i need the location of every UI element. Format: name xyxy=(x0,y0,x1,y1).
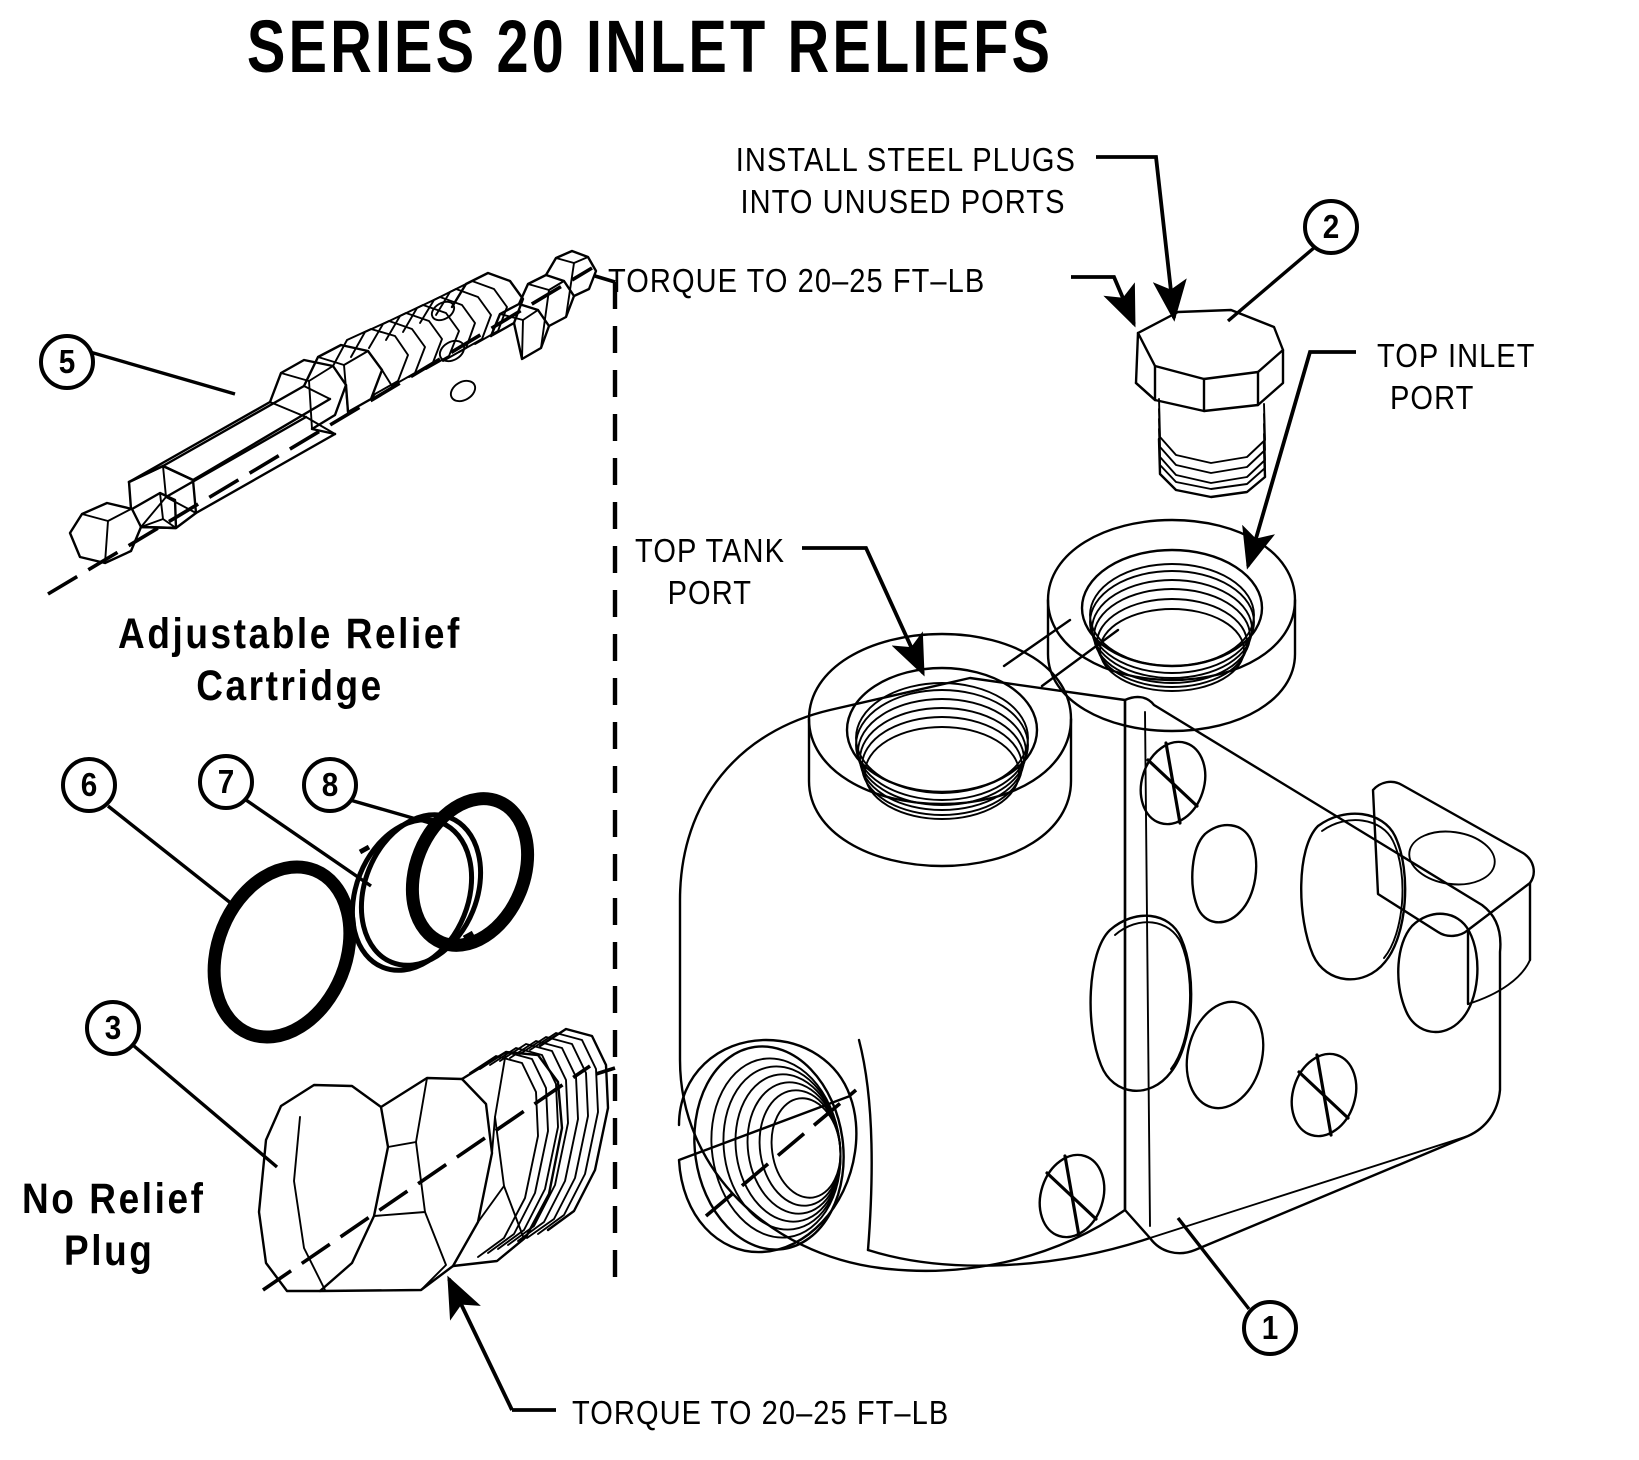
balloon-7-circle xyxy=(198,754,254,810)
balloon-8-leader xyxy=(349,798,431,825)
balloon-6-leader xyxy=(106,804,239,910)
valve-body-drawing xyxy=(677,518,1535,1273)
balloon-number-3: 3 xyxy=(104,1009,122,1046)
face-plug-cross-bottom xyxy=(1038,1153,1106,1239)
note-top-tank-port-line2: PORT xyxy=(667,574,752,611)
balloon-circles xyxy=(39,199,1359,1356)
note-top-inlet-port-line1: TOP INLET xyxy=(1377,337,1536,374)
o-ring-item-8 xyxy=(405,792,535,952)
section-break-line xyxy=(594,274,618,1290)
o-ring-group xyxy=(207,792,535,1044)
steel-plug-drawing xyxy=(1134,308,1285,499)
balloon-1-circle xyxy=(1242,1300,1298,1356)
balloon-number-6: 6 xyxy=(80,766,98,803)
balloon-5-leader xyxy=(89,350,236,396)
page-title: SERIES 20 INLET RELIEFS xyxy=(246,5,1054,88)
face-plug-cross-mid xyxy=(1290,1052,1358,1138)
note-top-tank-port-line1: TOP TANK xyxy=(635,532,785,569)
balloon-8-circle xyxy=(302,757,358,813)
label-adjustable-relief-line2: Cartridge xyxy=(196,662,384,710)
o-ring-item-6 xyxy=(207,860,357,1044)
balloon-5-circle xyxy=(39,334,95,390)
body-annotation-leaders xyxy=(802,350,1356,1311)
face-plug-cross-top xyxy=(1139,740,1207,826)
adjustable-relief-cartridge-drawing xyxy=(47,249,598,596)
top-tank-port-boss xyxy=(807,632,1073,868)
balloon-number-2: 2 xyxy=(1322,208,1340,245)
bottom-torque-leader xyxy=(447,1275,556,1412)
note-install-steel-plugs-line1: INSTALL STEEL PLUGS xyxy=(735,141,1076,178)
no-relief-plug-drawing xyxy=(257,1027,610,1293)
balloon-number-5: 5 xyxy=(58,343,76,380)
plug-annotation-leaders xyxy=(1071,155,1317,328)
balloon-number-7: 7 xyxy=(217,763,235,800)
note-top-inlet-port-line2: PORT xyxy=(1390,379,1475,416)
top-inlet-port-boss xyxy=(1046,518,1297,733)
label-no-relief-line1: No Relief xyxy=(22,1175,206,1223)
balloon-3-circle xyxy=(85,1000,141,1056)
label-no-relief-line2: Plug xyxy=(64,1227,155,1275)
note-install-steel-plugs-line2: INTO UNUSED PORTS xyxy=(740,183,1066,220)
label-adjustable-relief-line1: Adjustable Relief xyxy=(118,610,462,658)
note-torque-top: TORQUE TO 20–25 FT–LB xyxy=(608,262,986,299)
balloon-6-circle xyxy=(61,757,117,813)
note-torque-bottom: TORQUE TO 20–25 FT–LB xyxy=(572,1394,950,1431)
balloon-7-leader xyxy=(245,798,372,888)
balloon-number-8: 8 xyxy=(321,766,339,803)
balloon-3-leader xyxy=(132,1044,279,1169)
balloon-2-circle xyxy=(1303,199,1359,255)
balloon-number-1: 1 xyxy=(1261,1309,1279,1346)
